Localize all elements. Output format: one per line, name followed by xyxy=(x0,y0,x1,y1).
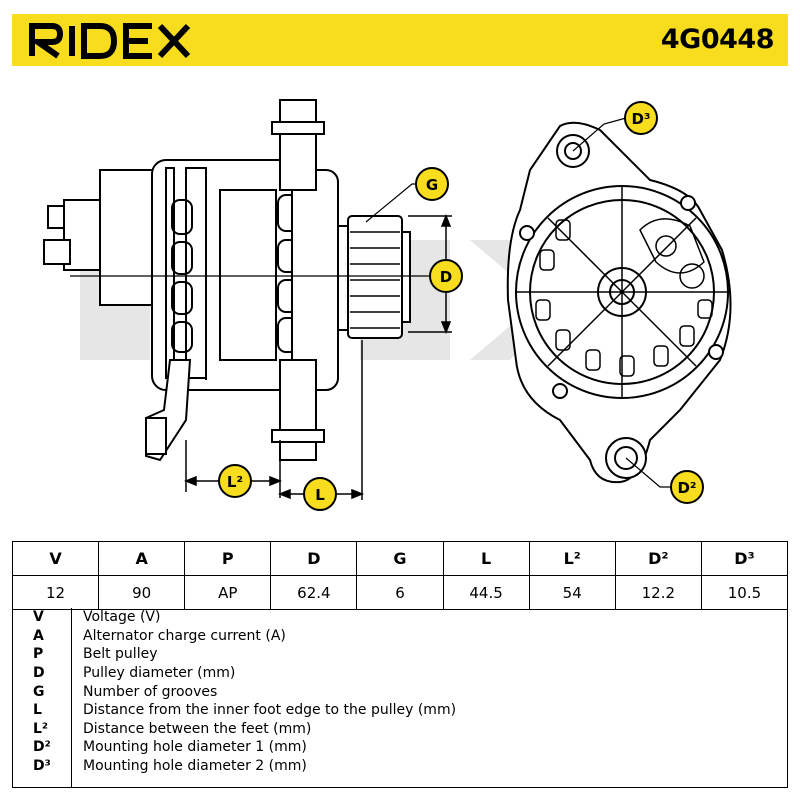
spec-header: A xyxy=(98,541,186,576)
legend-description: Alternator charge current (A) xyxy=(83,627,286,644)
legend-description: Mounting hole diameter 1 (mm) xyxy=(83,739,307,756)
side-view xyxy=(43,99,411,462)
legend-item: A Alternator charge current (A) xyxy=(13,627,787,646)
callout-g: G xyxy=(415,167,449,201)
specs-value-row: 12 90 AP 62.4 6 44.5 54 12.2 10.5 xyxy=(11,575,789,610)
legend-description: Distance from the inner foot edge to the… xyxy=(83,702,457,719)
d2-leader xyxy=(625,457,672,488)
spec-header: L² xyxy=(528,541,616,576)
legend-description: Distance between the feet (mm) xyxy=(83,720,312,737)
callout-d3: D³ xyxy=(624,101,658,135)
spec-value: 62.4 xyxy=(270,575,358,610)
legend-description: Mounting hole diameter 2 (mm) xyxy=(83,758,307,775)
spec-header: D² xyxy=(614,541,702,576)
legend-symbol: L² xyxy=(33,720,49,737)
spec-header: D³ xyxy=(700,541,789,576)
spec-value: AP xyxy=(184,575,272,610)
ridex-logo xyxy=(28,23,191,59)
spec-header: G xyxy=(356,541,444,576)
spec-header: V xyxy=(11,541,100,576)
legend-symbol: D² xyxy=(33,739,51,756)
legend-item: D² Mounting hole diameter 1 (mm) xyxy=(13,738,787,757)
callout-l: L xyxy=(303,477,337,511)
legend: V Voltage (V) A Alternator charge current … xyxy=(12,608,788,788)
part-number: 4G0448 xyxy=(660,24,775,55)
callout-d: D xyxy=(429,259,463,293)
specs-table: V A P D G L L² D² D³ 12 90 AP 62.4 6 44.… xyxy=(11,541,789,610)
svg-text:L²: L² xyxy=(227,473,243,491)
legend-description: Belt pulley xyxy=(83,646,158,663)
d3-leader xyxy=(572,117,627,152)
legend-symbol: D xyxy=(33,665,45,682)
alternator-drawing: G D L² L D³ D² xyxy=(43,99,732,511)
spec-value: 54 xyxy=(528,575,616,610)
legend-item: D Pulley diameter (mm) xyxy=(13,664,787,683)
spec-value: 90 xyxy=(98,575,186,610)
legend-symbol: G xyxy=(33,683,45,700)
legend-item: L² Distance between the feet (mm) xyxy=(13,720,787,739)
spec-value: 44.5 xyxy=(442,575,530,610)
callout-d2: D² xyxy=(670,470,704,504)
legend-symbol: D³ xyxy=(33,758,51,775)
spec-header: L xyxy=(442,541,530,576)
svg-text:L: L xyxy=(315,486,325,504)
spec-value: 6 xyxy=(356,575,444,610)
legend-item: L Distance from the inner foot edge to th… xyxy=(13,701,787,720)
legend-item: V Voltage (V) xyxy=(13,608,787,627)
legend-description: Pulley diameter (mm) xyxy=(83,665,236,682)
spec-header: P xyxy=(184,541,272,576)
spec-value: 12 xyxy=(11,575,100,610)
svg-text:D²: D² xyxy=(677,479,696,497)
svg-text:G: G xyxy=(426,176,438,194)
legend-description: Number of grooves xyxy=(83,683,218,700)
legend-symbol: A xyxy=(33,627,44,644)
specs-header-row: V A P D G L L² D² D³ xyxy=(11,541,789,576)
svg-text:D: D xyxy=(440,268,452,286)
legend-item: P Belt pulley xyxy=(13,645,787,664)
svg-text:D³: D³ xyxy=(631,110,650,128)
legend-description: Voltage (V) xyxy=(83,609,161,626)
legend-divider xyxy=(71,608,72,787)
spec-value: 12.2 xyxy=(614,575,702,610)
legend-item: D³ Mounting hole diameter 2 (mm) xyxy=(13,757,787,776)
spec-header: D xyxy=(270,541,358,576)
legend-symbol: V xyxy=(33,609,44,626)
callout-l2: L² xyxy=(218,464,252,498)
legend-symbol: P xyxy=(33,646,44,663)
front-view xyxy=(506,121,732,484)
legend-item: G Number of grooves xyxy=(13,682,787,701)
legend-symbol: L xyxy=(33,702,42,719)
spec-value: 10.5 xyxy=(700,575,789,610)
